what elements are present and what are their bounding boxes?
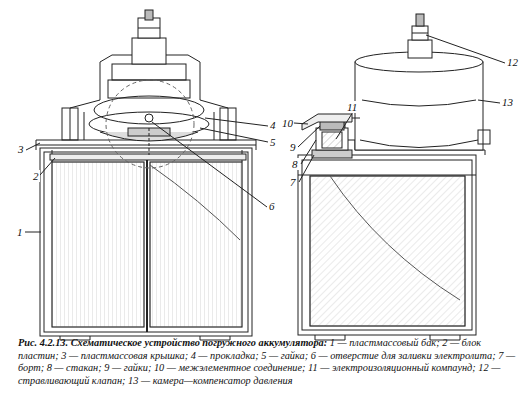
callout-number: 13 (501, 96, 514, 108)
callout-number: 3 (17, 143, 25, 155)
callout-number: 1 (16, 226, 24, 238)
callout-number: 10 (281, 117, 294, 129)
callout-number: 2 (32, 170, 40, 182)
figure-caption: Рис. 4.2.13. Схематическое устройство по… (18, 337, 327, 348)
callout-number: 12 (506, 56, 519, 68)
figure-caption-block: Рис. 4.2.13. Схематическое устройство по… (18, 337, 518, 387)
callout-number: 8 (291, 158, 299, 170)
callout-number: 6 (268, 200, 276, 212)
callout-number: 7 (289, 176, 297, 188)
callout-number: 9 (289, 141, 297, 153)
callout-number: 5 (269, 136, 277, 148)
callout-number: 11 (346, 101, 358, 113)
callout-number: 4 (269, 119, 277, 131)
